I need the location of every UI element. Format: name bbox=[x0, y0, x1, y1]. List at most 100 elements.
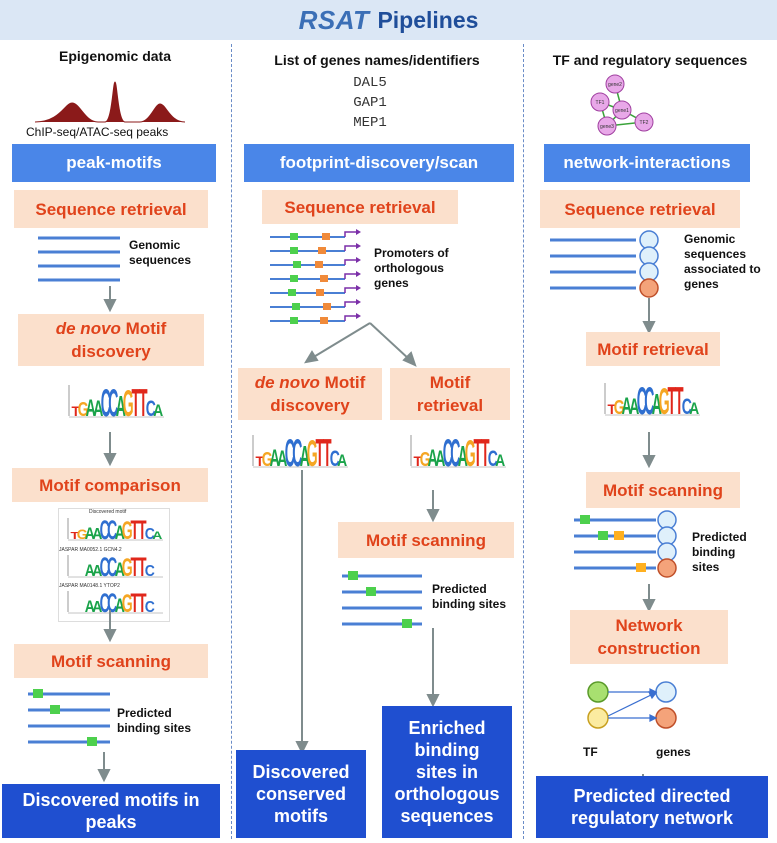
logo-letter: A bbox=[689, 400, 699, 418]
step-denovo-discovery-left: de novo Motif discovery bbox=[18, 314, 204, 366]
predicted-sites-label-right: Predicted binding sites bbox=[692, 530, 747, 574]
logo-letter: C bbox=[682, 394, 692, 419]
logo-letter: C bbox=[107, 552, 117, 582]
peak-shape bbox=[34, 81, 186, 123]
logo-letter: A bbox=[115, 522, 125, 544]
step-motif-scanning-left: Motif scanning bbox=[14, 644, 208, 678]
logo-letter: C bbox=[145, 526, 155, 543]
left-column-heading: Epigenomic data bbox=[58, 48, 172, 64]
logo-letter: A bbox=[92, 526, 102, 543]
right-column-heading: TF and regulatory sequences bbox=[552, 52, 748, 68]
logo-letter: G bbox=[465, 433, 476, 474]
header-banner bbox=[0, 0, 777, 40]
network-node-label: TF2 bbox=[640, 120, 649, 126]
pipeline-footprint-discovery-scan[interactable]: footprint-discovery/scan bbox=[244, 144, 514, 182]
step-motif-comparison: Motif comparison bbox=[12, 468, 208, 502]
logo-letter: C bbox=[101, 383, 111, 426]
logo-letter: A bbox=[153, 402, 163, 420]
logo-letter: A bbox=[92, 599, 102, 616]
logo-letter: T bbox=[71, 403, 80, 419]
logo-letter: C bbox=[145, 599, 155, 616]
logo-letter: T bbox=[481, 433, 490, 476]
logo-letter: G bbox=[307, 433, 318, 474]
logo-letter: T bbox=[131, 383, 140, 426]
logo-letter: C bbox=[145, 563, 155, 580]
logo-letter: A bbox=[92, 563, 102, 580]
logo-letter: A bbox=[85, 562, 95, 580]
network-node-label: TF1 bbox=[596, 100, 605, 106]
logo-letter: A bbox=[652, 389, 662, 421]
logo-letter: G bbox=[122, 555, 133, 582]
step-sequence-retrieval-right: Sequence retrieval bbox=[540, 190, 740, 228]
logo-letter: C bbox=[450, 433, 460, 476]
logo-letter: G bbox=[77, 526, 88, 542]
logo-letter: G bbox=[659, 381, 670, 422]
logo-letter: C bbox=[637, 381, 647, 424]
rsat-logo: RSAT bbox=[298, 4, 370, 35]
column-divider-left bbox=[231, 44, 232, 839]
pipeline-peak-motifs[interactable]: peak-motifs bbox=[12, 144, 216, 182]
logo-letter: A bbox=[116, 391, 126, 423]
logo-letter: C bbox=[100, 552, 110, 582]
genomic-sequences-label-right: Genomic sequences associated to genes bbox=[684, 232, 761, 291]
logo-letter: G bbox=[78, 397, 89, 420]
logo-letter: A bbox=[629, 394, 639, 419]
logo-letter: T bbox=[130, 515, 139, 545]
network-node-label: gene1 bbox=[615, 108, 629, 114]
step-sequence-retrieval-left: Sequence retrieval bbox=[14, 190, 208, 228]
logo-letter: T bbox=[473, 433, 482, 476]
logo-letter: G bbox=[614, 395, 625, 418]
page-title: Pipelines bbox=[377, 6, 479, 33]
network-node-label: gene3 bbox=[600, 124, 614, 130]
logo-letter: C bbox=[100, 588, 110, 618]
gene-list: DAL5 GAP1 MEP1 bbox=[330, 73, 410, 133]
logo-letter: A bbox=[300, 441, 310, 473]
logo-letter: A bbox=[458, 441, 468, 473]
peaks-label: ChIP-seq/ATAC-seq peaks bbox=[26, 125, 169, 139]
step-sequence-retrieval-middle: Sequence retrieval bbox=[262, 190, 458, 224]
logo-letter: C bbox=[108, 383, 118, 426]
gene-name: MEP1 bbox=[353, 115, 387, 131]
logo-letter: C bbox=[488, 446, 498, 471]
logo-letter: A bbox=[337, 452, 347, 470]
logo-letter: G bbox=[420, 447, 431, 470]
logo-caption-db2: JASPAR MA0148.1 YTOP2 bbox=[59, 583, 120, 589]
logo-letter: T bbox=[138, 515, 147, 545]
logo-caption-discovered: Discovered motif bbox=[89, 509, 127, 515]
logo-letter: A bbox=[115, 595, 125, 617]
step-motif-scanning-middle: Motif scanning bbox=[338, 522, 514, 558]
tf-label: TF bbox=[583, 745, 598, 759]
logo-letter: C bbox=[107, 515, 117, 545]
logo-letter: T bbox=[323, 433, 332, 476]
middle-column-heading: List of genes names/identifiers bbox=[274, 52, 480, 68]
logo-letter: G bbox=[262, 447, 273, 470]
logo-letter: C bbox=[644, 381, 654, 424]
logo-letter: A bbox=[495, 452, 505, 470]
logo-letter: A bbox=[428, 445, 438, 472]
logo-letter: T bbox=[138, 588, 147, 618]
genes-label: genes bbox=[656, 745, 691, 759]
logo-letter: C bbox=[285, 433, 295, 476]
logo-letter: C bbox=[146, 396, 156, 421]
logo-letter: A bbox=[622, 393, 632, 420]
logo-letter: T bbox=[130, 552, 139, 582]
logo-letter: G bbox=[123, 383, 134, 424]
logo-caption-db1: JASPAR MA0052.1 GCN4.2 bbox=[59, 547, 122, 553]
logo-letter: C bbox=[107, 588, 117, 618]
column-divider-right bbox=[523, 44, 524, 839]
pipeline-network-interactions[interactable]: network-interactions bbox=[544, 144, 750, 182]
logo-letter: C bbox=[330, 446, 340, 471]
logo-letter: C bbox=[443, 433, 453, 476]
